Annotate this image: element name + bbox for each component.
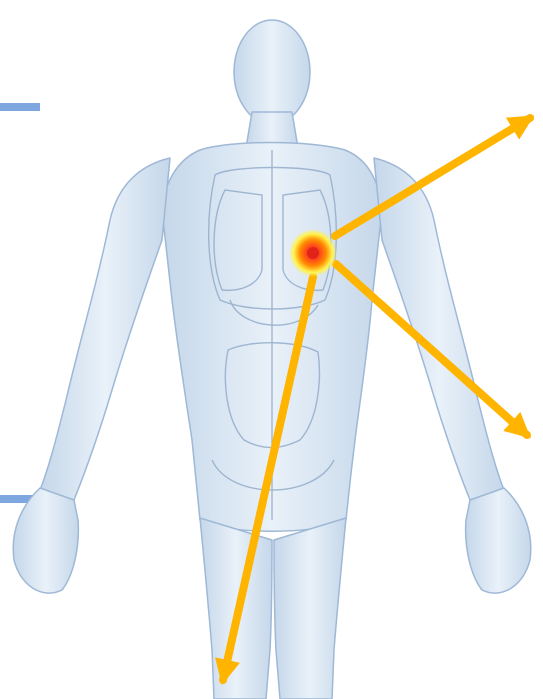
hand-left	[13, 488, 78, 593]
pain-point-marker-icon	[289, 229, 337, 277]
arm-right	[374, 158, 504, 500]
head	[234, 20, 310, 124]
leg-right	[274, 518, 346, 699]
hand-right	[466, 488, 531, 593]
side-marker-upper	[0, 103, 40, 111]
arm-left	[40, 158, 170, 500]
